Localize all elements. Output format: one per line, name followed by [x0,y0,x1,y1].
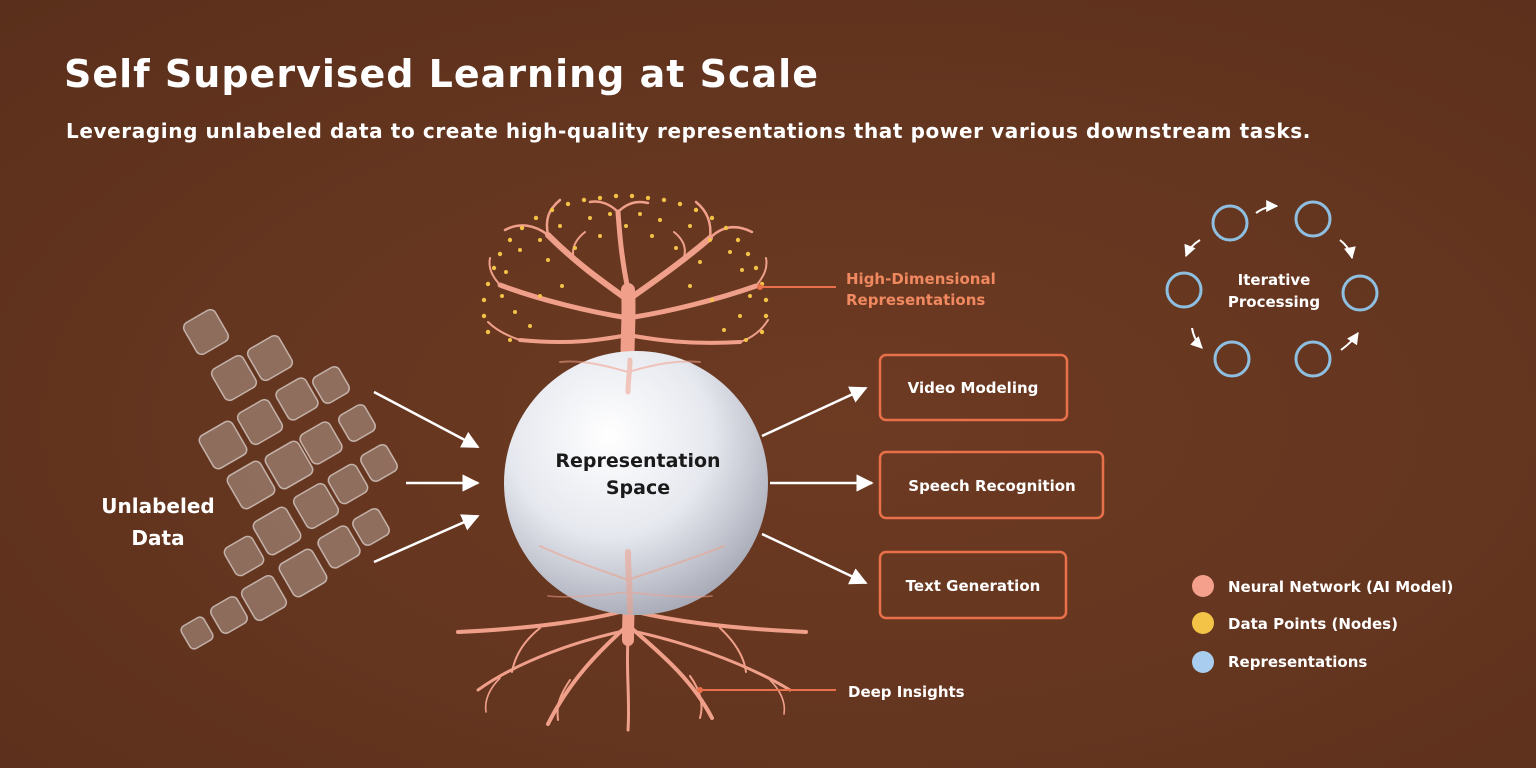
sphere-reflection [539,357,725,615]
output-arrow [761,386,868,438]
data-tile [209,595,249,635]
data-tile [275,377,319,421]
data-tile [311,365,351,405]
iterative-cycle: Iterative Processing [1165,200,1379,378]
cycle-arrow [1190,327,1203,349]
cycle-node [1211,204,1249,242]
legend-label: Representations [1228,653,1367,671]
data-tile [198,420,248,470]
input-arrow [373,390,480,449]
data-tile [223,535,265,577]
output-arrows [761,386,874,585]
data-tile [210,354,258,402]
cycle-arrow [1184,239,1201,258]
annotation-top-line2: Representations [846,291,985,309]
data-tile [359,443,399,483]
page-title: Self Supervised Learning at Scale [64,52,819,96]
legend-label: Data Points (Nodes) [1228,615,1398,633]
representation-sphere [504,351,768,615]
data-tile [180,616,214,650]
annotation-dot-bottom [697,687,703,693]
cycle-arrow [1340,332,1359,351]
input-arrow [373,514,480,564]
cycle-arrow [1339,239,1356,260]
cycle-node [1165,271,1203,309]
data-points-nodes [481,193,769,342]
annotation-top-line1: High-Dimensional [846,270,996,288]
legend: Neural Network (AI Model) Data Points (N… [1192,575,1453,673]
annotation-dot-top [757,284,763,290]
unlabeled-data-label-line1: Unlabeled [101,494,214,518]
legend-swatch-neural-network [1192,575,1214,597]
data-tile [317,525,361,569]
tree-canopy-branches [487,198,769,387]
data-tile [292,482,340,530]
data-tile [240,574,288,622]
cycle-node [1294,340,1332,378]
unlabeled-data-tiles [180,308,399,650]
output-arrow [761,532,868,585]
cycle-arrow [1255,200,1279,214]
data-tile [246,334,294,382]
legend-label: Neural Network (AI Model) [1228,578,1453,596]
data-tile [337,403,377,443]
task-label: Video Modeling [908,379,1039,397]
representation-space-label-line1: Representation [555,450,720,472]
page-subtitle: Leveraging unlabeled data to create high… [66,119,1311,143]
representation-space-label-line2: Space [606,477,670,499]
task-box-text-generation: Text Generation [878,550,1068,620]
cycle-label-line2: Processing [1228,293,1320,311]
unlabeled-data-label-line2: Data [131,526,184,550]
task-label: Text Generation [906,577,1041,595]
data-tile [299,421,343,465]
data-tile [264,440,314,490]
data-tile [226,460,276,510]
input-arrows [373,390,480,564]
data-tile [182,308,230,356]
cycle-node [1341,274,1379,312]
legend-swatch-data-points [1192,612,1214,634]
legend-swatch-representations [1192,651,1214,673]
cycle-label-line1: Iterative [1238,271,1311,289]
task-box-speech-recognition: Speech Recognition [878,450,1105,520]
cycle-node [1213,340,1251,378]
annotation-bottom: Deep Insights [848,683,965,701]
data-tile [278,548,328,598]
data-tile [236,398,284,446]
cycle-node [1294,200,1332,238]
data-tile [252,506,302,556]
task-box-video-modeling: Video Modeling [878,353,1069,422]
data-tile [327,463,369,505]
task-label: Speech Recognition [908,477,1075,495]
data-tile [351,507,391,547]
